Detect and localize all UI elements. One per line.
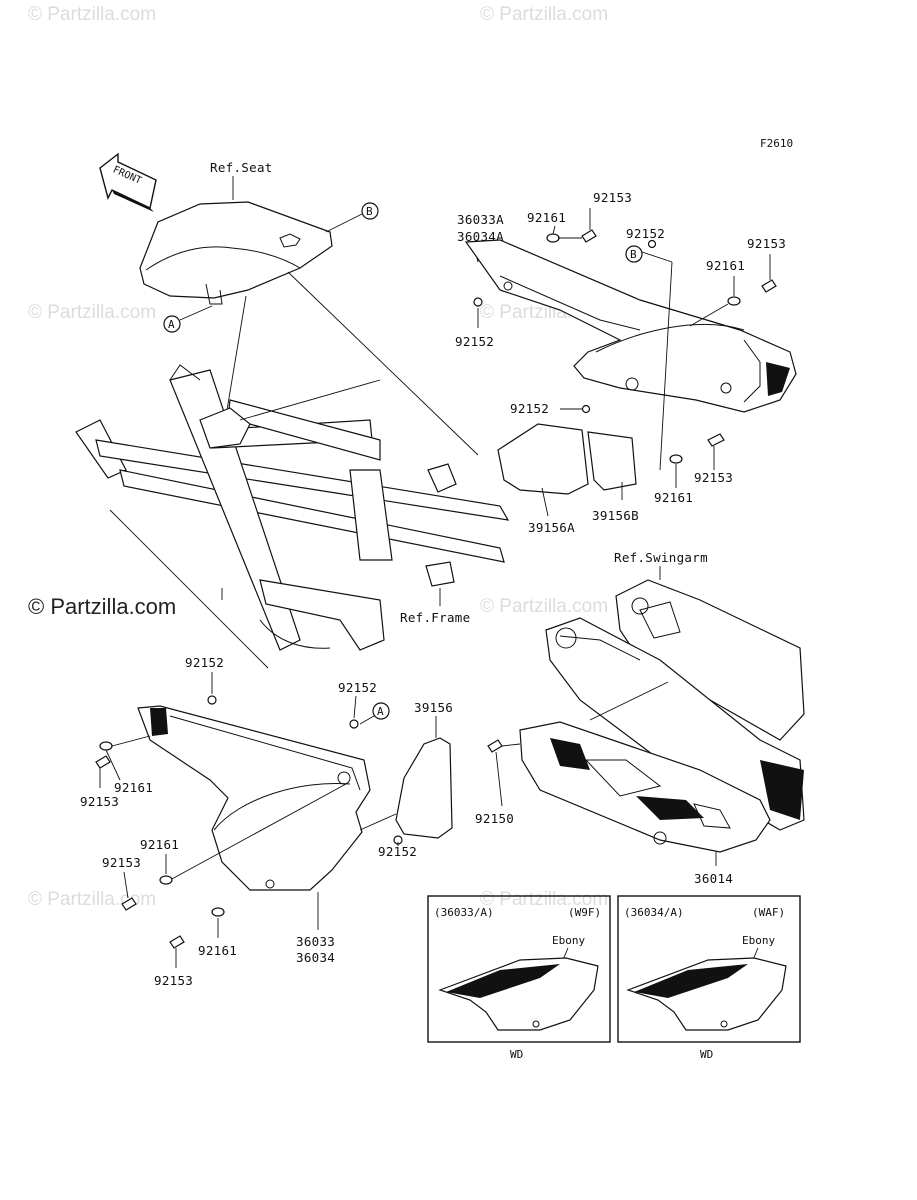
part-92161-d: 92161 — [114, 780, 153, 795]
ref-swingarm-label: Ref.Swingarm — [614, 550, 708, 565]
part-36014: 36014 — [694, 871, 733, 886]
bolt-icon — [761, 279, 777, 293]
part-92161-b: 92161 — [706, 258, 745, 273]
bolt-icon — [581, 229, 597, 243]
part-92152-d: 92152 — [185, 655, 224, 670]
grommet-icon — [207, 695, 217, 705]
part-36034: 36034 — [296, 950, 335, 965]
grommet-icon — [581, 404, 591, 414]
marker-b-upper-label: B — [630, 248, 637, 261]
washer-icon — [727, 296, 741, 306]
part-92150: 92150 — [475, 811, 514, 826]
washer-icon — [159, 875, 173, 885]
watermark-text: © Partzilla.com — [28, 4, 156, 25]
grommet-icon — [349, 719, 359, 729]
bolt-icon — [707, 433, 725, 447]
part-39156A: 39156A — [528, 520, 575, 535]
variant-2-part: (36034/A) — [624, 906, 684, 919]
watermark-text: © Partzilla.com — [28, 889, 156, 910]
washer-icon — [546, 233, 560, 243]
part-92153-c: 92153 — [694, 470, 733, 485]
pad-39156A — [497, 423, 589, 495]
frame-part — [75, 364, 510, 651]
grommet-icon — [473, 297, 483, 307]
part-92152-f: 92152 — [378, 844, 417, 859]
part-92152-e: 92152 — [338, 680, 377, 695]
upper-side-cover — [464, 239, 797, 413]
part-92153-f: 92153 — [154, 973, 193, 988]
variant-2-color: Ebony — [742, 934, 775, 947]
part-36033A: 36033A — [457, 212, 504, 227]
part-92161-c: 92161 — [654, 490, 693, 505]
variant-1-color: Ebony — [552, 934, 585, 947]
grommet-icon — [647, 239, 657, 249]
watermark-text: © Partzilla.com — [480, 4, 608, 25]
ref-frame-label: Ref.Frame — [400, 610, 470, 625]
variant-1-caption: WD — [510, 1048, 523, 1061]
front-arrow-icon: FRONT — [99, 152, 157, 212]
part-92152-b: 92152 — [626, 226, 665, 241]
variant-2-caption: WD — [700, 1048, 713, 1061]
pad-39156 — [395, 737, 453, 839]
figure-id: F2610 — [760, 137, 793, 150]
washer-icon — [99, 741, 113, 751]
marker-a-label: A — [168, 318, 175, 331]
marker-a-top: A — [163, 305, 213, 333]
swingarm-part — [545, 579, 805, 831]
seat-part — [139, 201, 333, 305]
bolt-icon — [95, 755, 111, 769]
washer-icon — [669, 454, 683, 464]
watermark-logo: © Partzilla.com — [28, 594, 176, 619]
marker-a-lower — [372, 702, 390, 720]
marker-a-lower-label: A — [377, 705, 384, 718]
part-39156B: 39156B — [592, 508, 639, 523]
bolt-icon — [487, 739, 503, 753]
watermark-text: © Partzilla.com — [480, 596, 608, 617]
part-92153-a: 92153 — [593, 190, 632, 205]
watermark-text: © Partzilla.com — [480, 889, 608, 910]
variant-box-1: (36033/A) (W9F) Ebony WD — [427, 895, 611, 1061]
part-39156: 39156 — [414, 700, 453, 715]
part-92161-a: 92161 — [527, 210, 566, 225]
part-92161-e: 92161 — [140, 837, 179, 852]
washer-icon — [211, 907, 225, 917]
part-36033: 36033 — [296, 934, 335, 949]
marker-b-label: B — [366, 205, 373, 218]
variant-box-2: (36034/A) (WAF) Ebony WD — [617, 895, 801, 1061]
part-92153-b: 92153 — [747, 236, 786, 251]
marker-b-upper — [625, 245, 643, 263]
variant-1-part: (36033/A) — [434, 906, 494, 919]
part-92152-a: 92152 — [455, 334, 494, 349]
part-92153-d: 92153 — [80, 794, 119, 809]
part-92153-e: 92153 — [102, 855, 141, 870]
bolt-icon — [121, 897, 137, 911]
chain-guard-36014 — [519, 721, 771, 853]
ref-seat-label: Ref.Seat — [210, 160, 273, 175]
pad-39156B — [587, 431, 637, 491]
watermark-text: © Partzilla.com — [28, 302, 156, 323]
part-92161-f: 92161 — [198, 943, 237, 958]
variant-1-code: (W9F) — [568, 906, 601, 919]
marker-b-top: B — [325, 202, 379, 233]
variant-2-code: (WAF) — [752, 906, 785, 919]
lower-side-cover — [137, 705, 371, 891]
part-92152-c: 92152 — [510, 401, 549, 416]
bolt-icon — [169, 935, 185, 949]
